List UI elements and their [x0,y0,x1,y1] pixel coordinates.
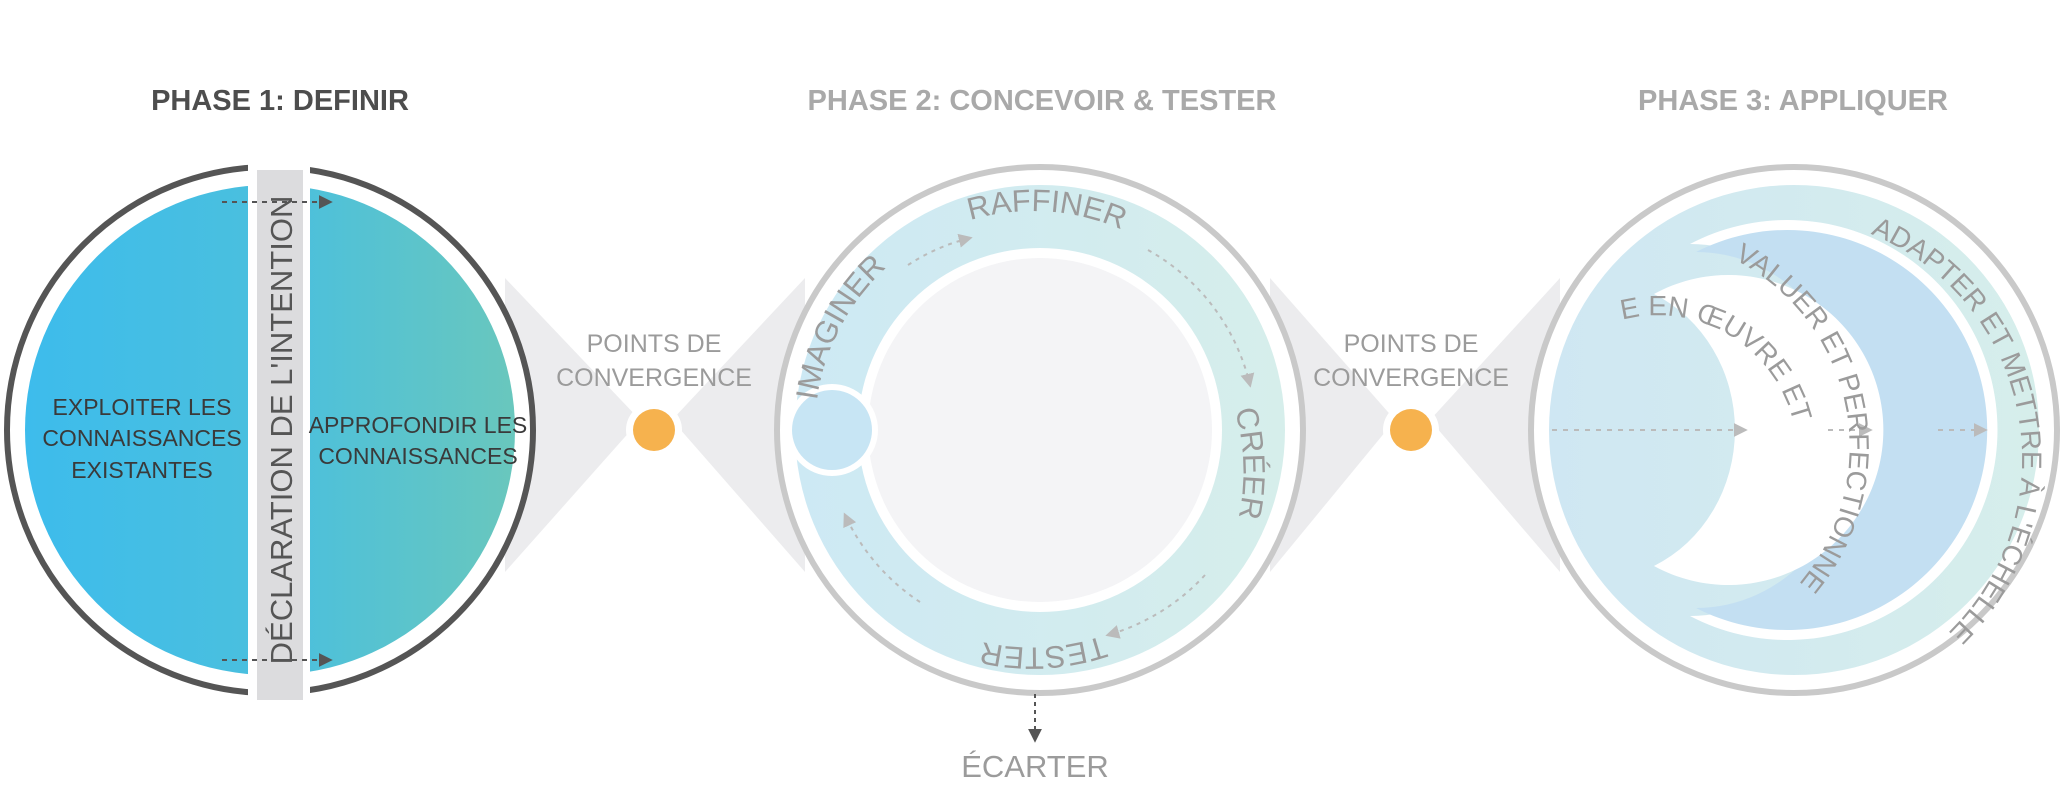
convergence-label-line-2: CONVERGENCE [556,364,752,392]
arrow-right-icon [907,233,973,266]
phase-1-title: PHASE 1: DEFINIR [151,85,409,117]
convergence-dot-icon [1390,409,1432,451]
intention-label: DÉCLARATION DE L'INTENTION [264,196,299,665]
phase-1-circle: DÉCLARATION DE L'INTENTION EXPLOITER LES… [4,160,536,710]
arrow-left-icon [1105,574,1206,639]
left-text-line-2: CONNAISSANCES [42,425,241,451]
convergence-dot-icon [633,409,675,451]
convergence-funnel-2: POINTS DE CONVERGENCE [1270,278,1560,572]
right-text-line-2: CONNAISSANCES [318,443,517,469]
convergence-label-line-1: POINTS DE [587,330,722,358]
phase-2-circle: IMAGINER RAFFINER CRÉER TESTER ÉCARTER [774,164,1306,784]
evaluate-band [1696,230,1988,630]
phase-2-title: PHASE 2: CONCEVOIR & TESTER [808,85,1277,117]
convergence-label-line-2: CONVERGENCE [1313,364,1509,392]
right-text-line-1: APPROFONDIR LES [309,412,528,438]
exit-label: ÉCARTER [961,749,1109,784]
intention-divider-bar [257,170,303,700]
phase-3-title: PHASE 3: APPLIQUER [1638,85,1948,117]
left-text-line-1: EXPLOITER LES [53,394,232,420]
convergence-label-line-1: POINTS DE [1344,330,1479,358]
convergence-funnel-1: POINTS DE CONVERGENCE [505,278,805,572]
imaginer-node [792,390,872,470]
arrow-up-icon [843,512,921,603]
left-text-line-3: EXISTANTES [71,457,212,483]
arrow-down-icon [1147,249,1255,388]
